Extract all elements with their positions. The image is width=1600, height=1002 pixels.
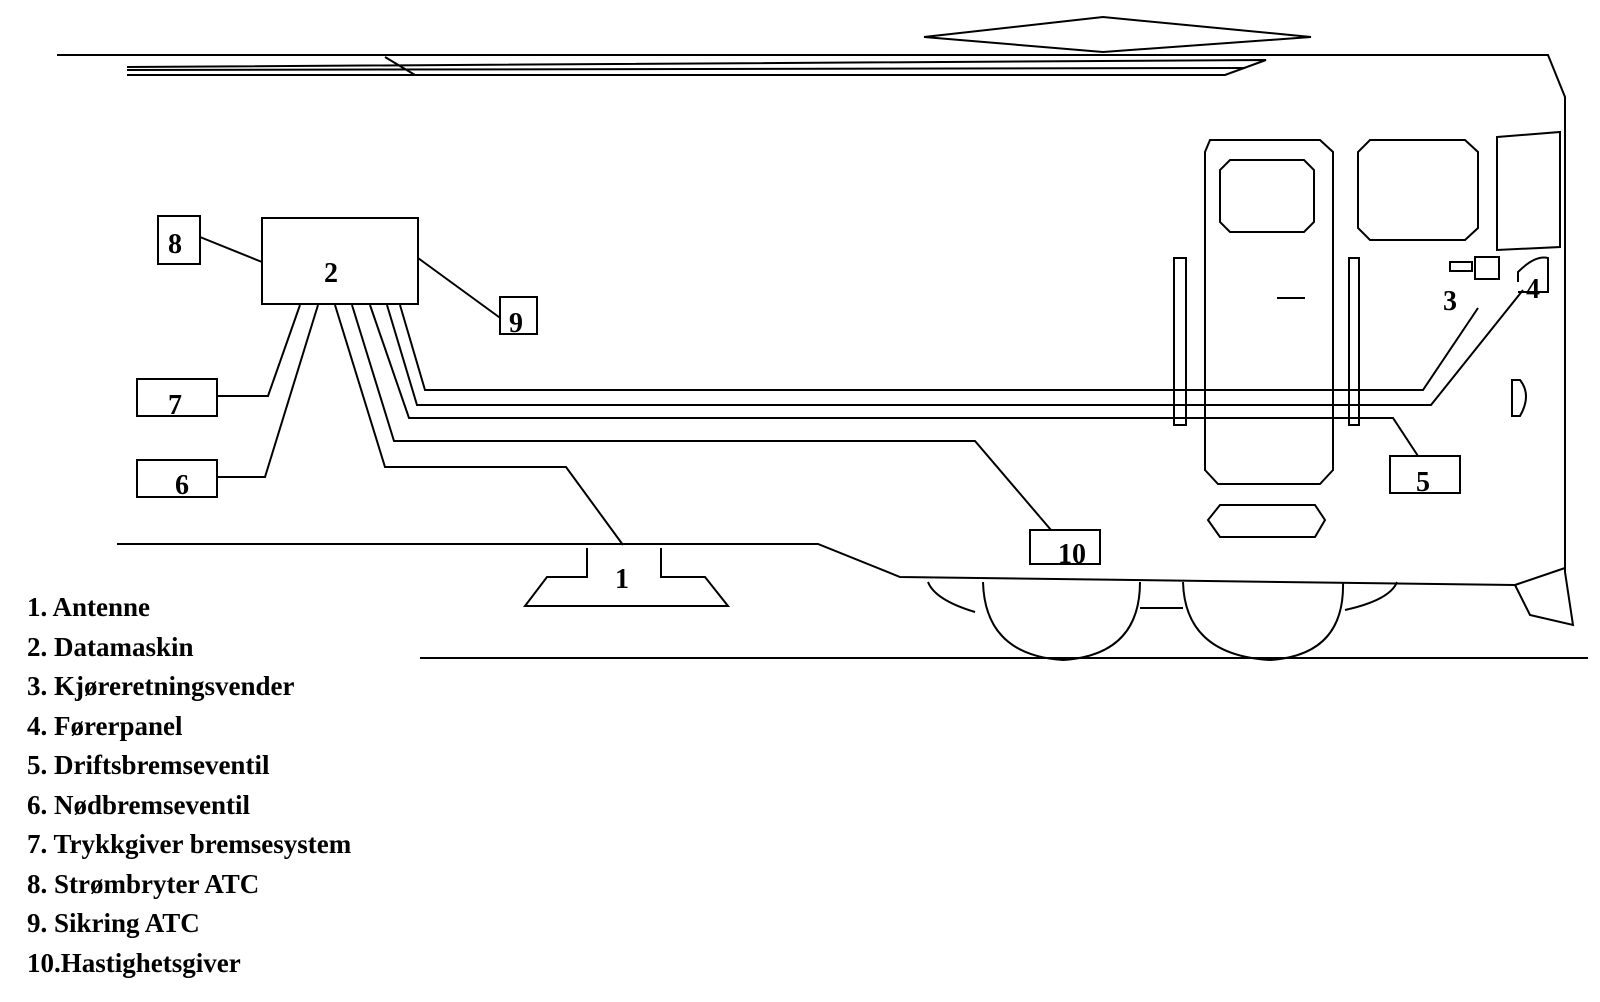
pantograph	[923, 15, 1312, 54]
fuse-box	[499, 296, 538, 335]
callout-8: 8	[168, 229, 182, 260]
antenna-shape	[522, 548, 731, 607]
legend-item: 1. Antenne	[27, 592, 151, 622]
bogie	[927, 581, 1398, 662]
wiring	[199, 236, 1524, 546]
legend-item: 7. Trykkgiver bremsesystem	[27, 829, 352, 859]
callout-9: 9	[509, 308, 523, 339]
legend-item: 3. Kjøreretningsvender	[27, 671, 295, 701]
callout-7: 7	[168, 390, 182, 421]
legend-item: 5. Driftsbremseventil	[27, 750, 270, 780]
pressure-sensor-box	[136, 378, 218, 417]
callout-3: 3	[1443, 286, 1457, 317]
switch-box	[157, 215, 201, 265]
legend-item: 8. Strømbryter ATC	[27, 868, 260, 899]
speed-sensor-box	[1029, 529, 1101, 565]
legend-item: 4. Førerpanel	[27, 710, 183, 741]
legend-item: 10.Hastighetsgiver	[27, 947, 241, 978]
callout-5: 5	[1416, 467, 1430, 498]
callout-4: 4	[1526, 274, 1540, 305]
service-brake-box	[1389, 455, 1461, 494]
locomotive-body	[57, 54, 1575, 627]
legend-item: 2. Datamaskin	[27, 631, 194, 662]
legend: 1. Antenne 2. Datamaskin 3. Kjøreretning…	[27, 588, 351, 983]
computer-box	[261, 217, 419, 305]
callout-1: 1	[615, 564, 629, 595]
legend-item: 9. Sikring ATC	[27, 908, 200, 938]
legend-item: 6. Nødbremseventil	[27, 789, 250, 820]
callout-6: 6	[175, 470, 189, 501]
emergency-valve-box	[136, 459, 218, 498]
callout-10: 10	[1058, 539, 1086, 570]
callout-2: 2	[324, 258, 338, 289]
